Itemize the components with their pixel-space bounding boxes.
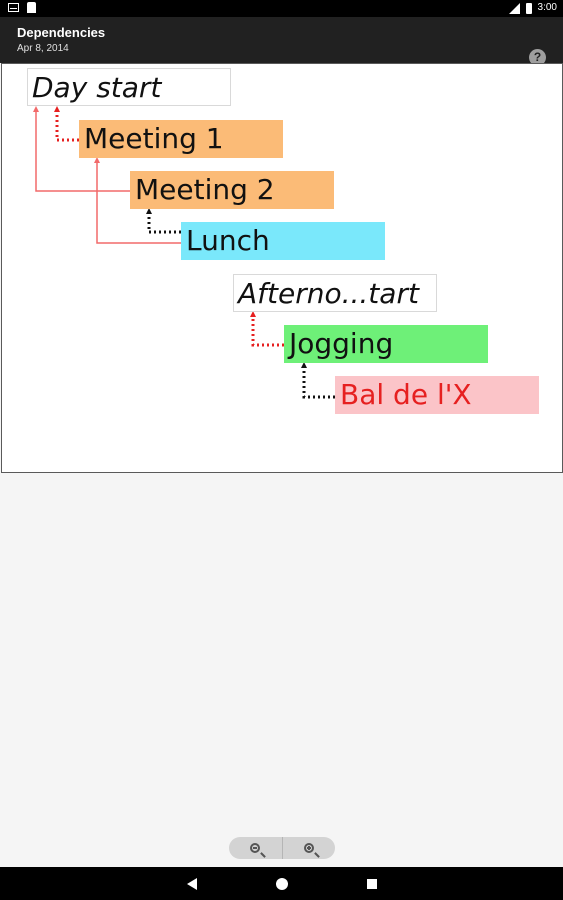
zoom-in-icon	[303, 843, 314, 853]
dependency-arrowhead	[250, 311, 256, 317]
task-day-start[interactable]: Day start	[27, 68, 231, 106]
action-bar: Dependencies Apr 8, 2014 ?	[0, 17, 563, 66]
page-title: Dependencies	[17, 25, 106, 40]
dependency-line	[96, 159, 181, 244]
zoom-controls	[229, 837, 335, 859]
task-label: Afterno...tart	[238, 277, 419, 310]
signal-icon	[508, 2, 520, 14]
page-subtitle: Apr 8, 2014	[17, 43, 69, 54]
task-meeting-1[interactable]: Meeting 1	[79, 120, 283, 158]
mail-notification-icon	[8, 3, 19, 12]
task-label: Meeting 2	[135, 173, 275, 206]
dependency-line	[302, 364, 335, 399]
dependency-line	[147, 210, 181, 234]
task-jogging[interactable]: Jogging	[284, 325, 488, 363]
status-bar: 3:00	[0, 0, 563, 17]
navigation-bar	[0, 867, 563, 900]
dependency-arrowhead	[301, 362, 307, 368]
help-button[interactable]: ?	[529, 49, 546, 66]
zoom-in-button[interactable]	[281, 837, 336, 859]
recents-icon[interactable]	[367, 879, 377, 889]
task-label: Lunch	[186, 224, 270, 257]
dependency-links	[33, 106, 335, 399]
task-bal-de-lx[interactable]: Bal de l'X	[335, 376, 539, 414]
dependency-arrowhead	[33, 106, 39, 112]
dependency-line	[55, 108, 79, 142]
zoom-out-icon	[250, 843, 261, 853]
zoom-out-button[interactable]	[229, 837, 282, 859]
battery-icon	[525, 2, 532, 14]
dependency-arrowhead	[94, 157, 100, 163]
task-lunch[interactable]: Lunch	[181, 222, 385, 260]
task-label: Jogging	[289, 327, 394, 360]
home-icon[interactable]	[276, 878, 288, 890]
dependency-arrowhead	[146, 208, 152, 214]
clipboard-notification-icon	[27, 2, 36, 13]
task-meeting-2[interactable]: Meeting 2	[130, 171, 334, 209]
dependency-line	[251, 313, 284, 347]
status-time: 3:00	[537, 2, 557, 13]
dependency-line	[35, 108, 130, 192]
gantt-canvas[interactable]: Day start Meeting 1 Meeting 2 Lunch Afte…	[1, 63, 563, 473]
back-icon[interactable]	[187, 878, 197, 890]
dependency-arrowhead	[54, 106, 60, 112]
task-afternoon-start[interactable]: Afterno...tart	[233, 274, 437, 312]
task-label: Day start	[32, 71, 162, 104]
task-label: Bal de l'X	[340, 378, 472, 411]
task-label: Meeting 1	[84, 122, 224, 155]
